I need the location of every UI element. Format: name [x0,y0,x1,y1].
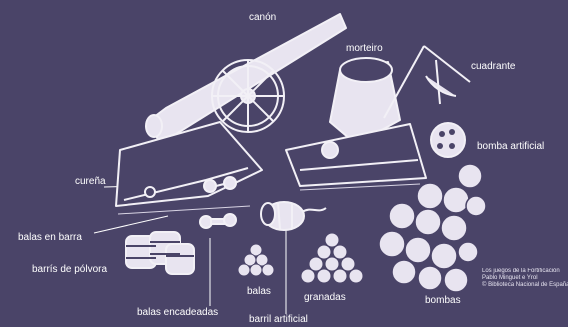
label-morteiro: morteiro [346,43,383,55]
artificial-barrel-drawing [261,202,326,230]
label-balas-encadeadas: balas encadeadas [137,307,218,319]
label-barris-de-polvora: barrís de pólvora [32,264,107,276]
label-barril-artificial: barril artificial [249,314,308,326]
bomb-pile-drawing [379,164,486,292]
credit-author: Pablo Minguet e Yrol [482,275,568,282]
grenade-pile-drawing [301,233,363,283]
powder-barrels-drawing [126,232,194,274]
bar-shot-drawing [200,214,236,228]
label-curena: cureña [75,176,106,188]
cannonball-pile-drawing [238,244,274,276]
label-cuadrante: cuadrante [471,61,515,73]
mortar-drawing [286,58,426,186]
label-bombas: bombas [425,295,461,307]
label-balas-en-barra: balas en barra [18,232,82,244]
label-bomba-artificial: bomba artificial [477,141,544,153]
leader-balas-en-barra [94,216,168,233]
credit-title: Los juegos de la Fortificación [482,268,568,275]
label-granadas: granadas [304,292,346,304]
artificial-bomb-drawing [431,123,465,157]
label-balas: balas [247,286,271,298]
credit-source: © Biblioteca Nacional de España [482,282,568,289]
image-credit: Los juegos de la Fortificación Pablo Min… [482,268,568,289]
label-canon: canón [249,12,276,24]
